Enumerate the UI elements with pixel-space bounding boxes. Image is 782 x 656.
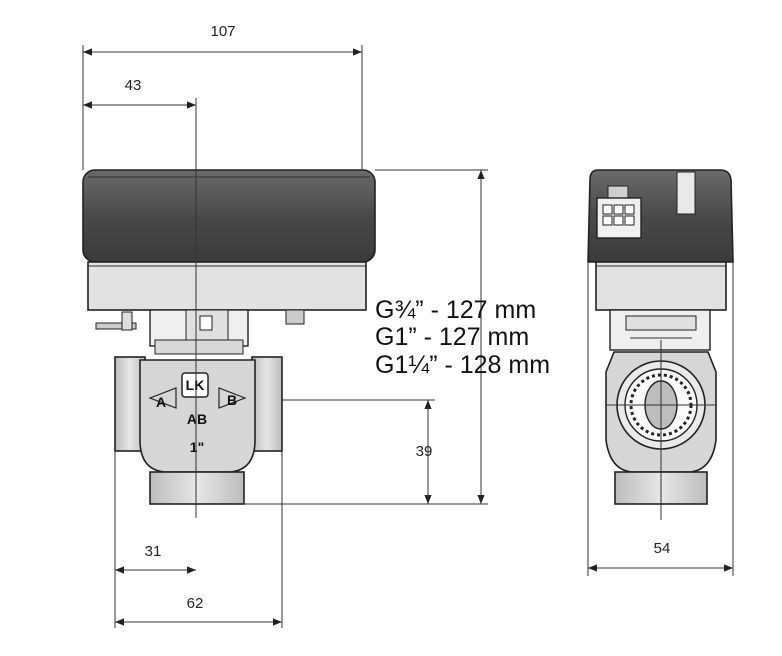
dim-port-height: 39 — [416, 443, 433, 460]
mounting-bracket — [95, 309, 305, 355]
dim-body-width: 62 — [187, 595, 204, 612]
height-spec-list: G¾” - 127 mm G1” - 127 mm G1¼” - 128 mm — [375, 296, 550, 379]
logo-text: LK — [186, 377, 205, 393]
port-b-label: B — [227, 392, 237, 408]
port-a-label: A — [156, 394, 166, 410]
valve-body: LK A B AB 1" — [114, 356, 283, 505]
dim-axis-offset: 43 — [125, 77, 142, 94]
front-view: LK A B AB 1" 107 43 39 31 62 — [82, 23, 488, 628]
actuator-base — [87, 261, 367, 311]
height-spec-g34: G¾” - 127 mm — [375, 296, 536, 324]
actuator-cover — [82, 169, 376, 263]
dim-port-axis-offset: 31 — [145, 543, 162, 560]
side-view: 54 — [587, 169, 734, 576]
lk-logo — [181, 372, 209, 398]
size-label: 1" — [190, 439, 204, 455]
port-ab-label: AB — [187, 411, 207, 427]
dim-side-width: 54 — [654, 540, 671, 557]
dim-overall-width: 107 — [210, 23, 235, 40]
height-spec-g114: G1¼” - 128 mm — [375, 351, 550, 379]
height-spec-g1: G1” - 127 mm — [375, 323, 529, 351]
